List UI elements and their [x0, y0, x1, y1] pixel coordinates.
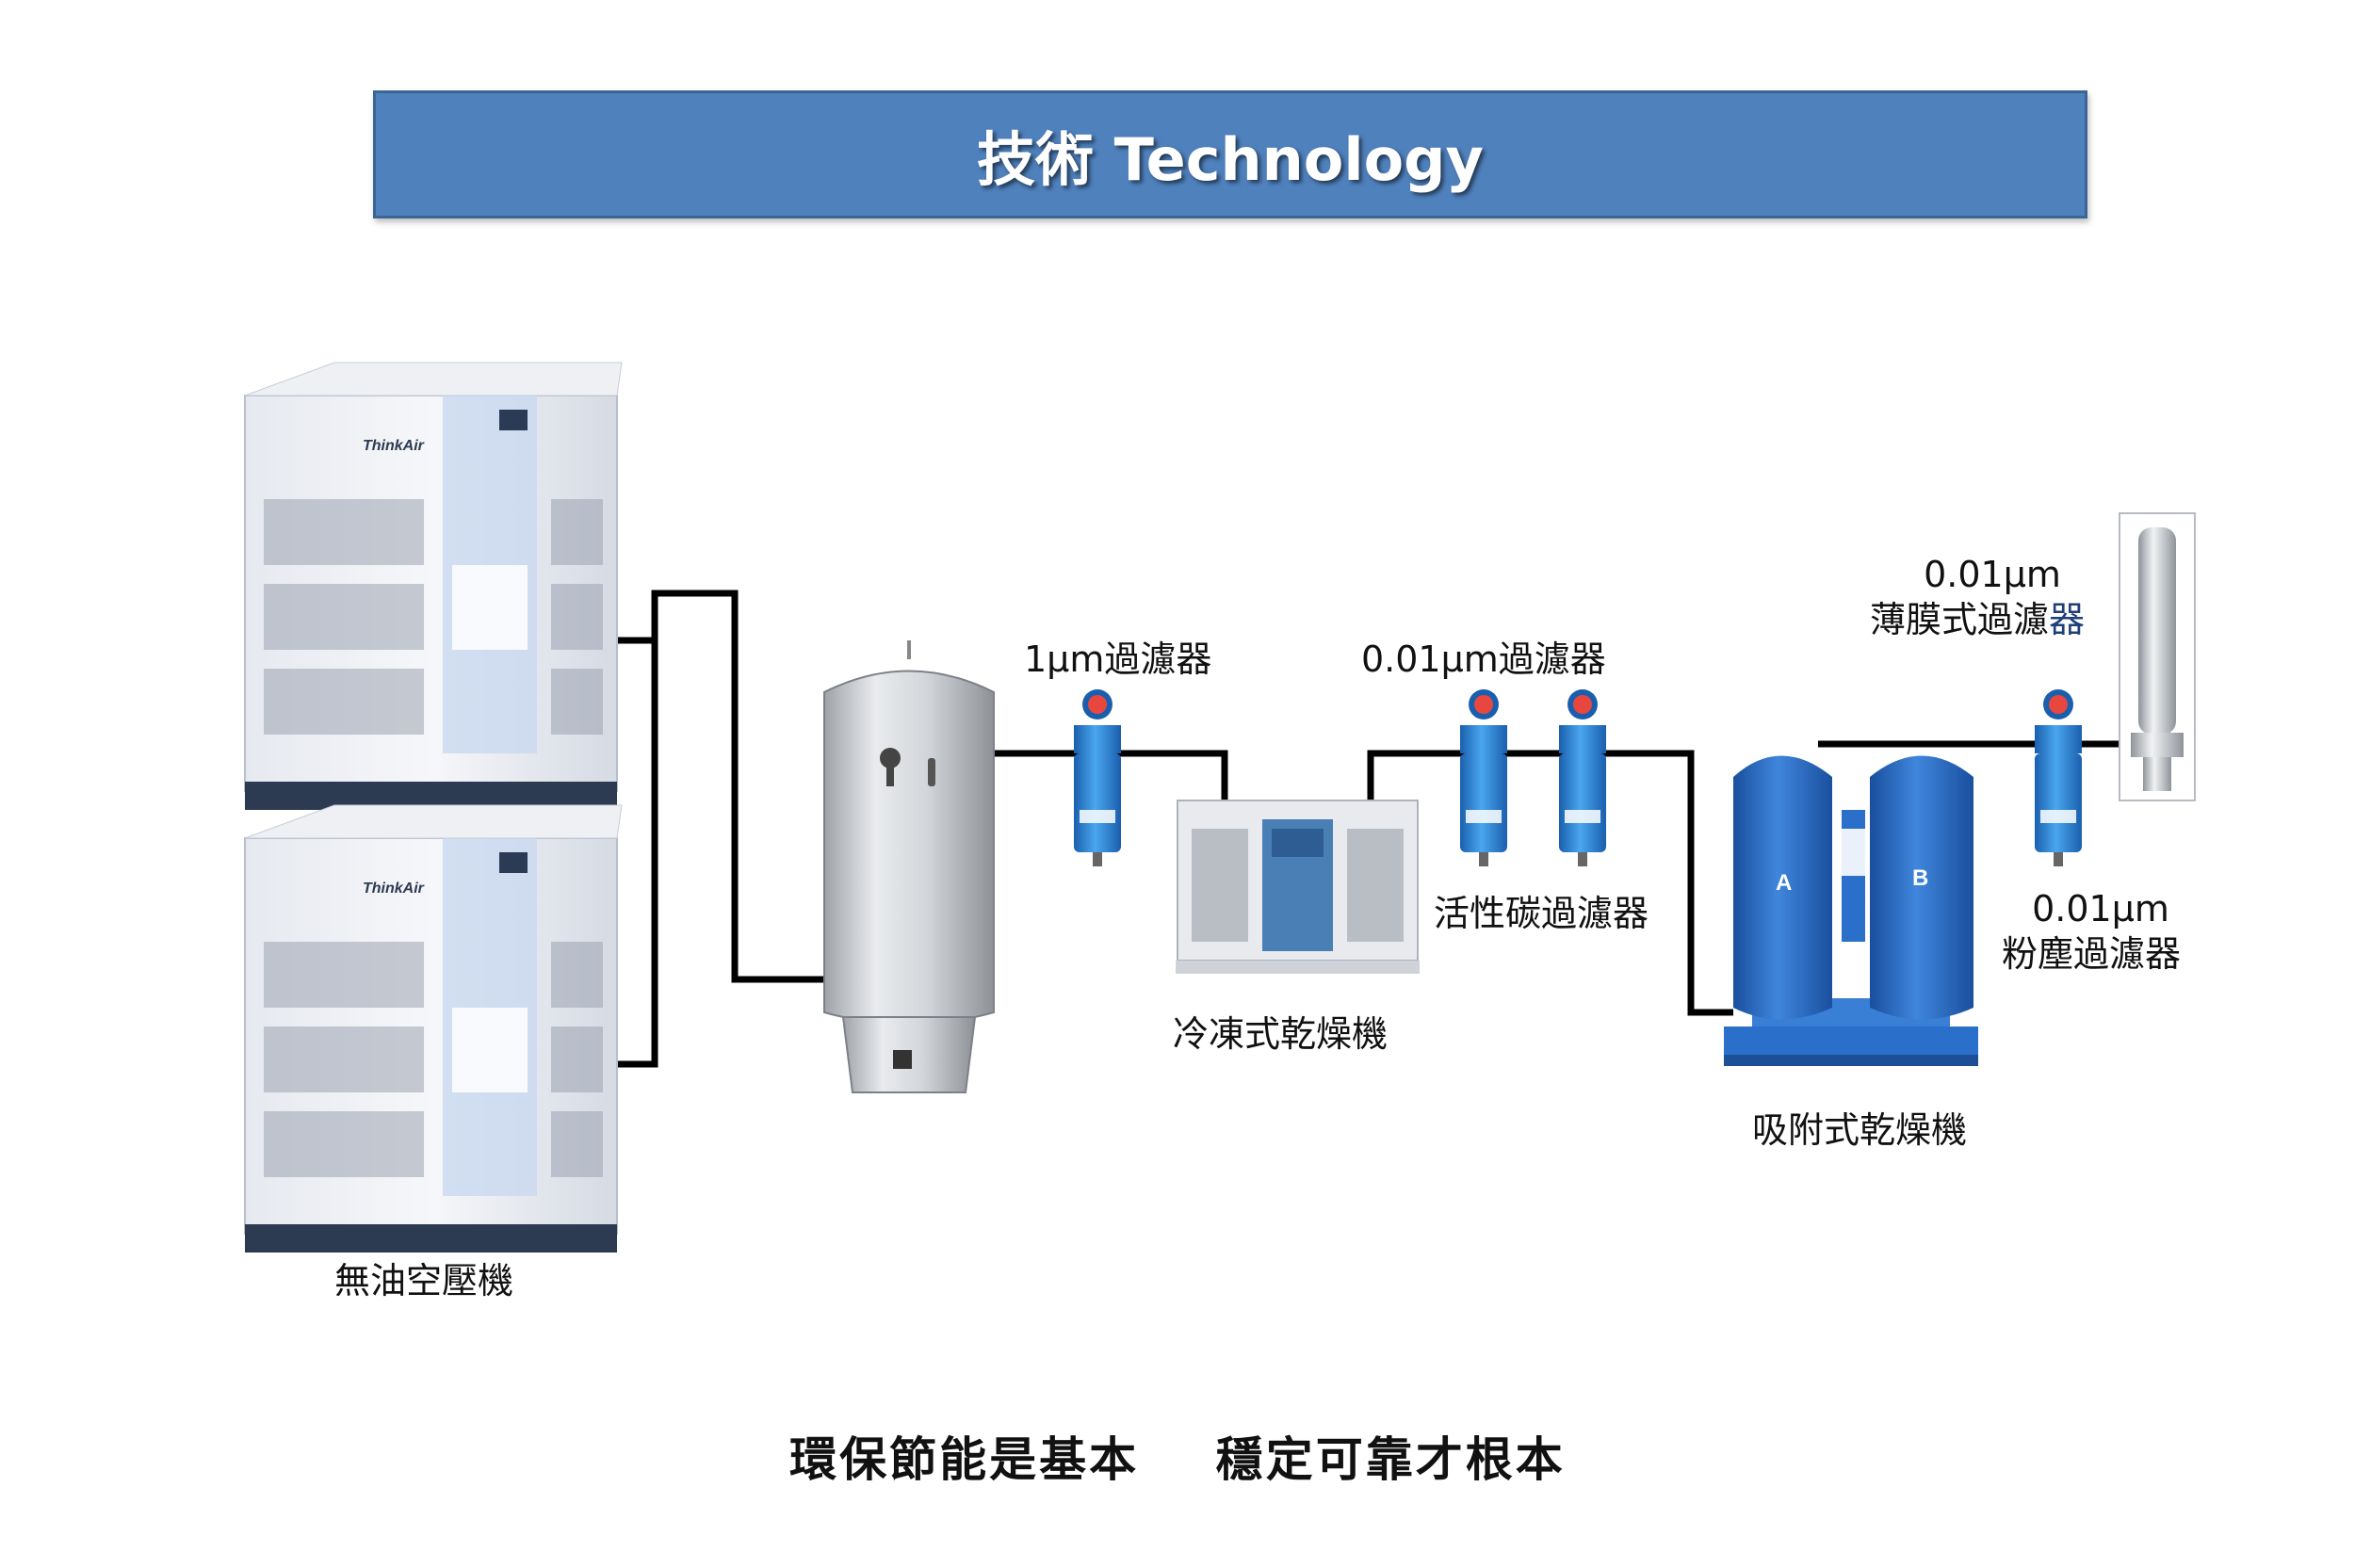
- pipe-tank-to-filter: [994, 750, 1228, 800]
- label-refrigerated-dryer: 冷凍式乾燥機: [1173, 1013, 1389, 1055]
- footer-slogan: 環保節能是基本 穩定可靠才根本: [789, 1432, 1566, 1487]
- refrigerated-dryer: [1176, 800, 1420, 974]
- label-membrane-filter-name-suffix: 器: [2049, 599, 2086, 640]
- filter-membrane: [2119, 512, 2196, 801]
- adsorption-dryer: A B: [1724, 755, 1978, 1066]
- label-adsorption-dryer: 吸附式乾燥機: [1752, 1109, 1968, 1151]
- label-activated-carbon-filter: 活性碳過濾器: [1434, 893, 1649, 934]
- label-filter-001um: 0.01μm過濾器: [1361, 639, 1606, 680]
- pipe-compressor-1: [608, 590, 824, 983]
- filter-1um: [1074, 689, 1121, 866]
- pipe-compressor-2: [608, 593, 658, 1068]
- label-oil-free-compressor: 無油空壓機: [334, 1260, 514, 1301]
- oil-free-compressor-bottom: ThinkAir: [244, 804, 623, 1253]
- dryer-tower-b-label: B: [1912, 865, 1928, 891]
- label-filter-1um: 1μm過濾器: [1024, 639, 1212, 680]
- filter-dust: [2035, 689, 2082, 866]
- title-banner: 技術 Technology: [373, 90, 2087, 218]
- oil-free-compressor-top: ThinkAir: [244, 362, 623, 810]
- air-receiver-tank: [823, 640, 995, 1093]
- label-dust-filter-name: 粉塵過濾器: [2002, 933, 2182, 975]
- label-membrane-filter-name-main: 薄膜式過濾: [1870, 599, 2050, 640]
- compressor-brand-logo: ThinkAir: [363, 438, 425, 454]
- pipe-dryer-to-filters: [1367, 750, 1733, 1016]
- pipe-network: [608, 590, 2120, 1068]
- page-title: 技術 Technology: [977, 125, 1484, 194]
- label-membrane-filter-size: 0.01μm: [1924, 554, 2061, 595]
- label-dust-filter-size: 0.01μm: [2032, 888, 2169, 929]
- compressor-brand-logo: ThinkAir: [363, 881, 425, 897]
- filter-activated-carbon: [1559, 689, 1606, 866]
- dryer-tower-a-label: A: [1776, 870, 1792, 896]
- filter-001um: [1460, 689, 1507, 866]
- label-membrane-filter-name: 薄膜式過濾器: [1870, 596, 2085, 643]
